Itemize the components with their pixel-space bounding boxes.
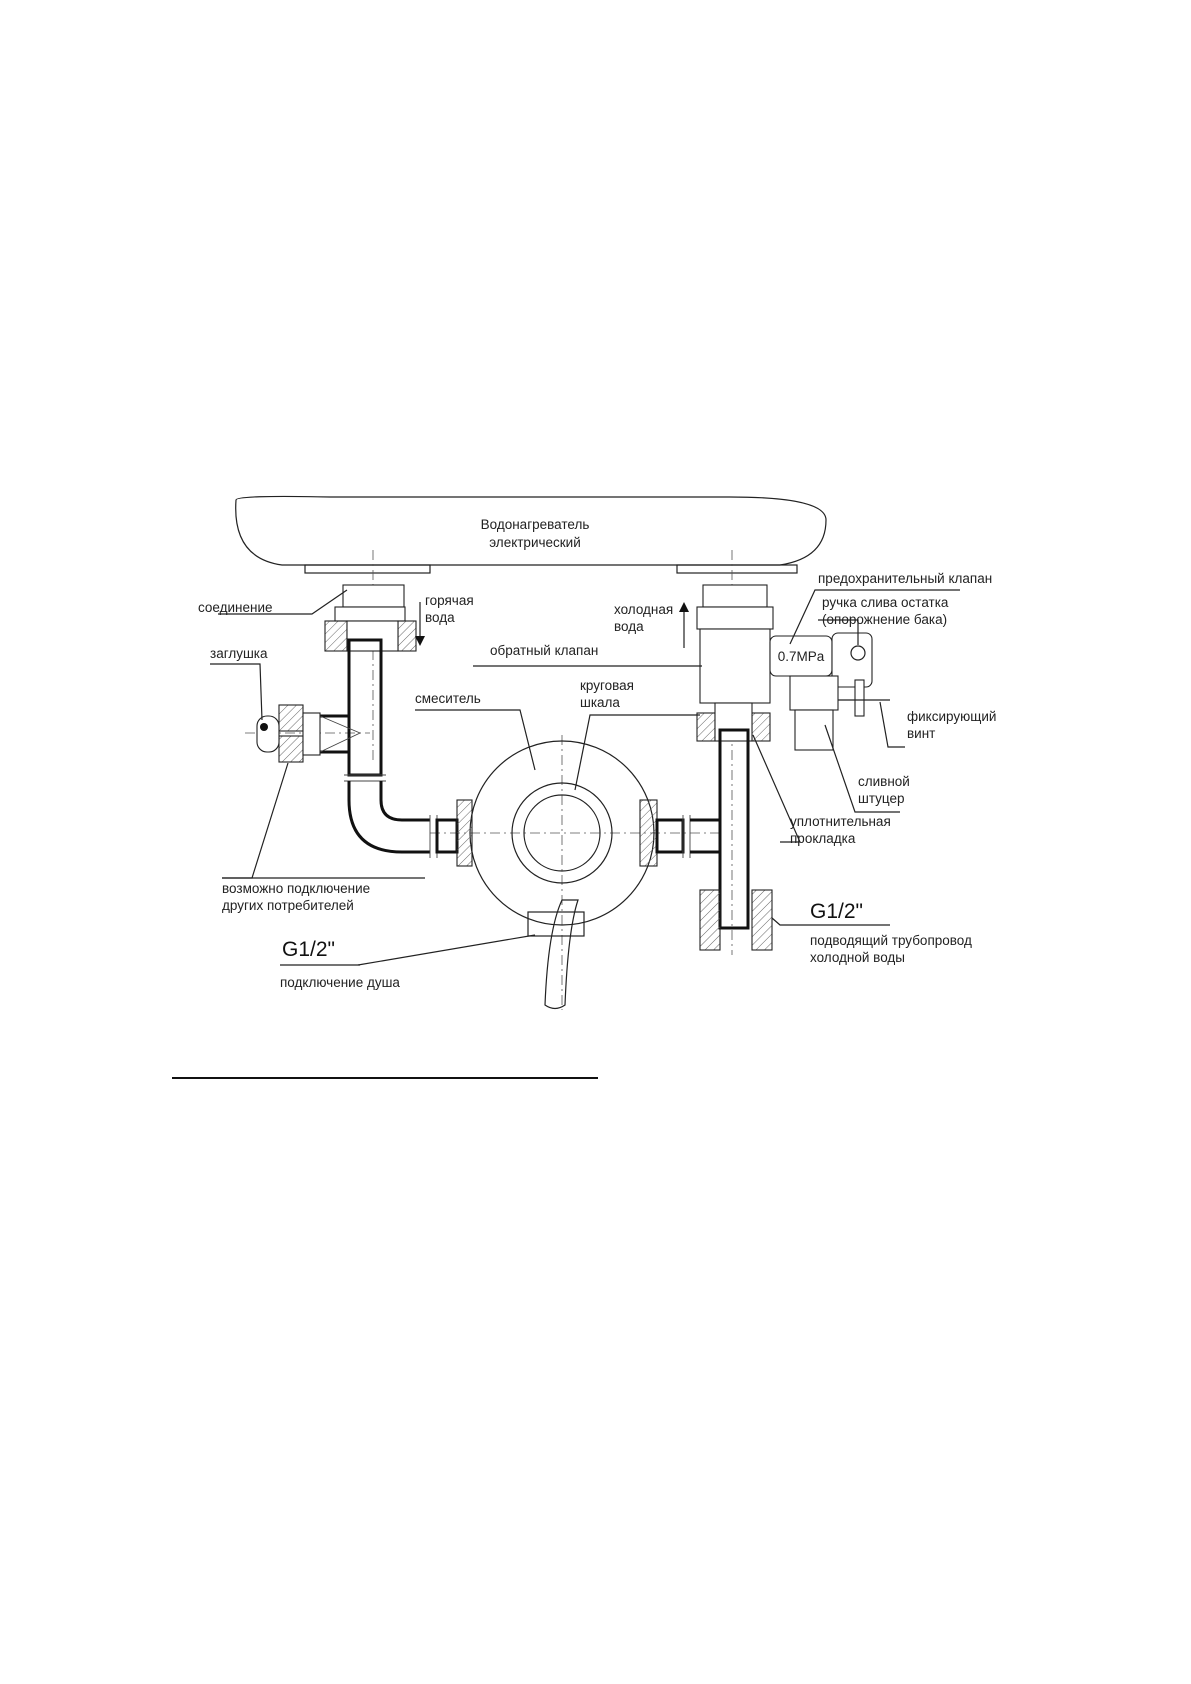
hot-elbow-pipe-inner (379, 781, 430, 822)
leader-plug (210, 663, 263, 721)
cold-connection-nut (702, 584, 768, 608)
hot-mixer-inlet-pipe (435, 818, 459, 854)
cold-lower-union-right (751, 712, 771, 742)
pressure-label: 0.7MPa (778, 649, 825, 664)
cold-connection-body (696, 606, 774, 630)
hot-connection-nut (342, 584, 405, 608)
plug-dot (260, 723, 268, 731)
leader-dial (574, 714, 700, 791)
plug-cone (319, 715, 362, 753)
shower-outlet (527, 911, 585, 937)
label-hot-water-1: горячая (425, 593, 474, 608)
cold-vertical-pipe (718, 728, 750, 930)
label-gasket-1: уплотнительная (790, 814, 891, 829)
cold-outlet-flange (676, 564, 798, 574)
hot-water-arrow-head (415, 636, 425, 646)
leader-shower (357, 934, 536, 966)
hot-union-right (397, 620, 417, 652)
label-drain-fitting-2: штуцер (858, 791, 905, 806)
label-dial-2: шкала (580, 695, 620, 710)
leader-mixer (415, 709, 536, 771)
drain-fitting-nut (789, 675, 839, 711)
label-fixing-screw-1: фиксирующий (907, 709, 996, 724)
mixer-dial-outer (511, 782, 613, 884)
heater-title-line2: электрический (489, 535, 581, 550)
mixer-right-nut (639, 799, 658, 867)
leader-other-consumers (222, 762, 289, 879)
cold-supply-fitting-left (699, 889, 721, 951)
label-gasket-2: прокладка (790, 831, 856, 846)
hot-vertical-pipe (347, 638, 383, 777)
leader-connection (218, 589, 348, 615)
drain-handle (831, 632, 873, 688)
label-cold-water-2: вода (614, 619, 644, 634)
heater-title-line1: Водонагреватель (481, 517, 590, 532)
label-fixing-screw-2: винт (907, 726, 935, 741)
label-thread-right: G1/2" (810, 900, 863, 923)
hot-outlet-flange (304, 564, 431, 574)
label-hot-water-2: вода (425, 610, 455, 625)
label-other-consumers-1: возможно подключение (222, 881, 370, 896)
label-dial-1: круговая (580, 678, 634, 693)
label-plug: заглушка (210, 646, 268, 661)
hot-elbow-pipe (347, 781, 430, 854)
hot-union-center (346, 620, 399, 652)
footnote-separator (172, 1077, 598, 1079)
hot-connection-body (334, 606, 406, 622)
label-supply-pipe-1: подводящий трубопровод (810, 933, 972, 948)
label-check-valve: обратный клапан (490, 643, 598, 658)
leader-supply-pipe (771, 917, 810, 926)
mixer-dial-inner (523, 794, 601, 872)
label-drain-handle-1: ручка слива остатка (822, 595, 949, 610)
mixer-right-inlet-pipe (655, 818, 685, 854)
label-shower-connection: подключение душа (280, 975, 400, 990)
leader-drain-handle (818, 619, 859, 645)
label-supply-pipe-2: холодной воды (810, 950, 905, 965)
cold-lower-union (696, 712, 716, 742)
check-valve-body (699, 628, 771, 704)
label-drain-handle-2: (опорожнение бака) (822, 612, 947, 627)
hot-union (324, 620, 348, 652)
plug-body (256, 715, 280, 753)
label-drain-fitting-1: сливной (858, 774, 910, 789)
label-thread-left: G1/2" (282, 938, 335, 961)
plug-nut-lower (278, 735, 304, 763)
plug-nut-center (302, 712, 321, 756)
leader-safety-valve (789, 589, 960, 645)
leader-gasket (752, 734, 801, 843)
label-mixer: смеситель (415, 691, 481, 706)
plug-nut (278, 704, 304, 732)
label-connection: соединение (198, 600, 273, 615)
leader-fixing-screw (879, 701, 905, 748)
label-cold-water-1: холодная (614, 602, 673, 617)
water-heater-body (235, 495, 827, 566)
leader-drain-fitting (824, 724, 900, 813)
mixer-left-nut (456, 799, 473, 867)
cold-supply-fitting-right (751, 889, 773, 951)
mixer-handle (544, 899, 579, 1010)
cold-water-arrow-head (679, 602, 689, 612)
drain-handle-screw (850, 645, 866, 661)
label-other-consumers-2: других потребителей (222, 898, 354, 913)
label-safety-valve: предохранительный клапан (818, 571, 992, 586)
drain-lever (854, 679, 865, 717)
